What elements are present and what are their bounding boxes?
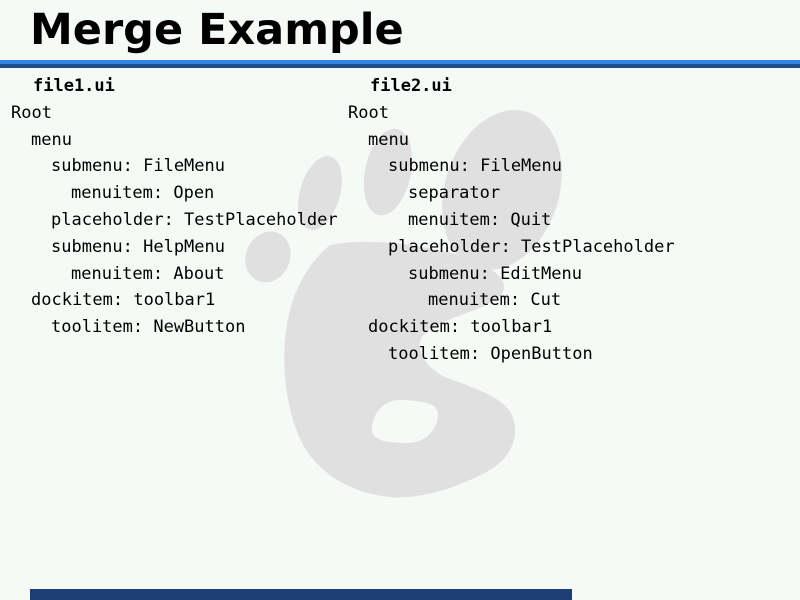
tree-line: dockitem: toolbar1 [31, 290, 216, 311]
tree-line: submenu: FileMenu [388, 156, 562, 177]
page-title: Merge Example [30, 5, 404, 55]
file-header: file2.ui [370, 76, 452, 96]
tree-line: menuitem: Open [71, 183, 215, 204]
tree-line: submenu: HelpMenu [51, 236, 225, 257]
file-header: file1.ui [33, 76, 115, 96]
tree-line: toolitem: OpenButton [388, 343, 593, 364]
footer-bar [30, 589, 572, 600]
tree-line: placeholder: TestPlaceholder [51, 209, 338, 230]
tree-line: Root [348, 102, 389, 123]
tree-line: Root [11, 102, 52, 123]
tree-line: menuitem: Cut [428, 290, 562, 311]
title-rule-dark [0, 64, 800, 68]
tree-line: dockitem: toolbar1 [368, 317, 553, 338]
tree-line: menu [368, 129, 409, 150]
title-rule-light [0, 60, 800, 64]
tree-line: toolitem: NewButton [51, 317, 246, 338]
tree-line: submenu: EditMenu [408, 263, 582, 284]
tree-line: menu [31, 129, 72, 150]
tree-line: separator [408, 183, 501, 204]
tree-line: menuitem: About [71, 263, 225, 284]
tree-line: submenu: FileMenu [51, 156, 225, 177]
tree-line: placeholder: TestPlaceholder [388, 236, 675, 257]
tree-line: menuitem: Quit [408, 209, 552, 230]
gnome-foot-icon [240, 105, 570, 505]
